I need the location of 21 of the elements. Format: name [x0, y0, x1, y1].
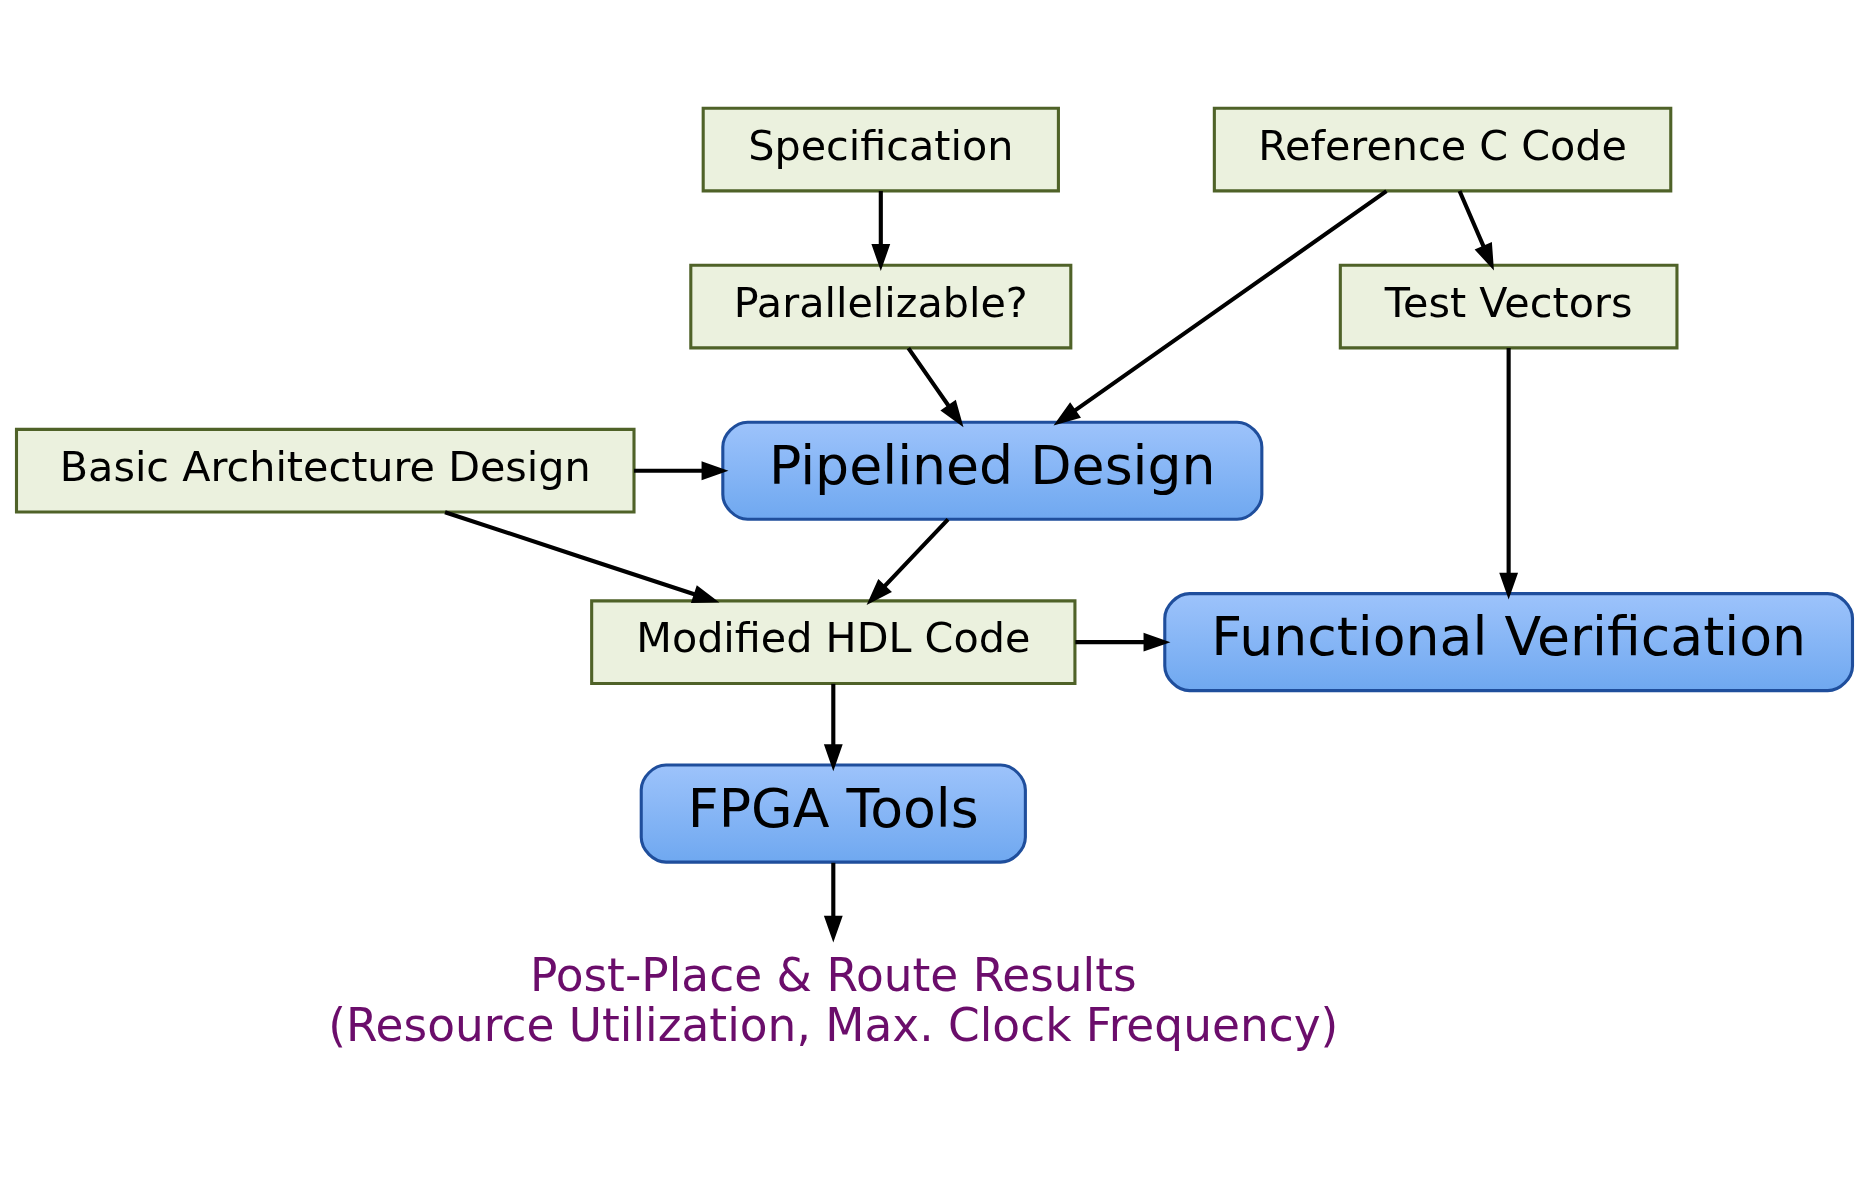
arrow	[866, 517, 950, 606]
arrow	[906, 346, 964, 428]
arrow	[634, 461, 729, 481]
node-box: Specification	[701, 106, 1060, 193]
node-box: Reference C Code	[1212, 106, 1673, 193]
arrow	[823, 862, 843, 943]
node-box: Parallelizable?	[689, 263, 1073, 350]
arrow	[871, 191, 891, 271]
node-box: Basic Architecture Design	[14, 427, 636, 514]
node-box: Modified HDL Code	[590, 599, 1077, 685]
node-text: Post-Place & Route Results (Resource Utilization, Max. Clock Frequency)	[328, 949, 1339, 1052]
arrow	[1053, 189, 1388, 426]
arrow	[823, 683, 843, 772]
node-box: Functional Verification	[1163, 592, 1855, 693]
arrow	[1499, 347, 1519, 600]
arrow	[1075, 632, 1171, 652]
arrow	[1457, 190, 1494, 271]
node-box: Test Vectors	[1338, 263, 1679, 350]
arrow	[444, 510, 720, 604]
node-box: Pipelined Design	[721, 420, 1264, 521]
node-box: FPGA Tools	[639, 763, 1027, 864]
